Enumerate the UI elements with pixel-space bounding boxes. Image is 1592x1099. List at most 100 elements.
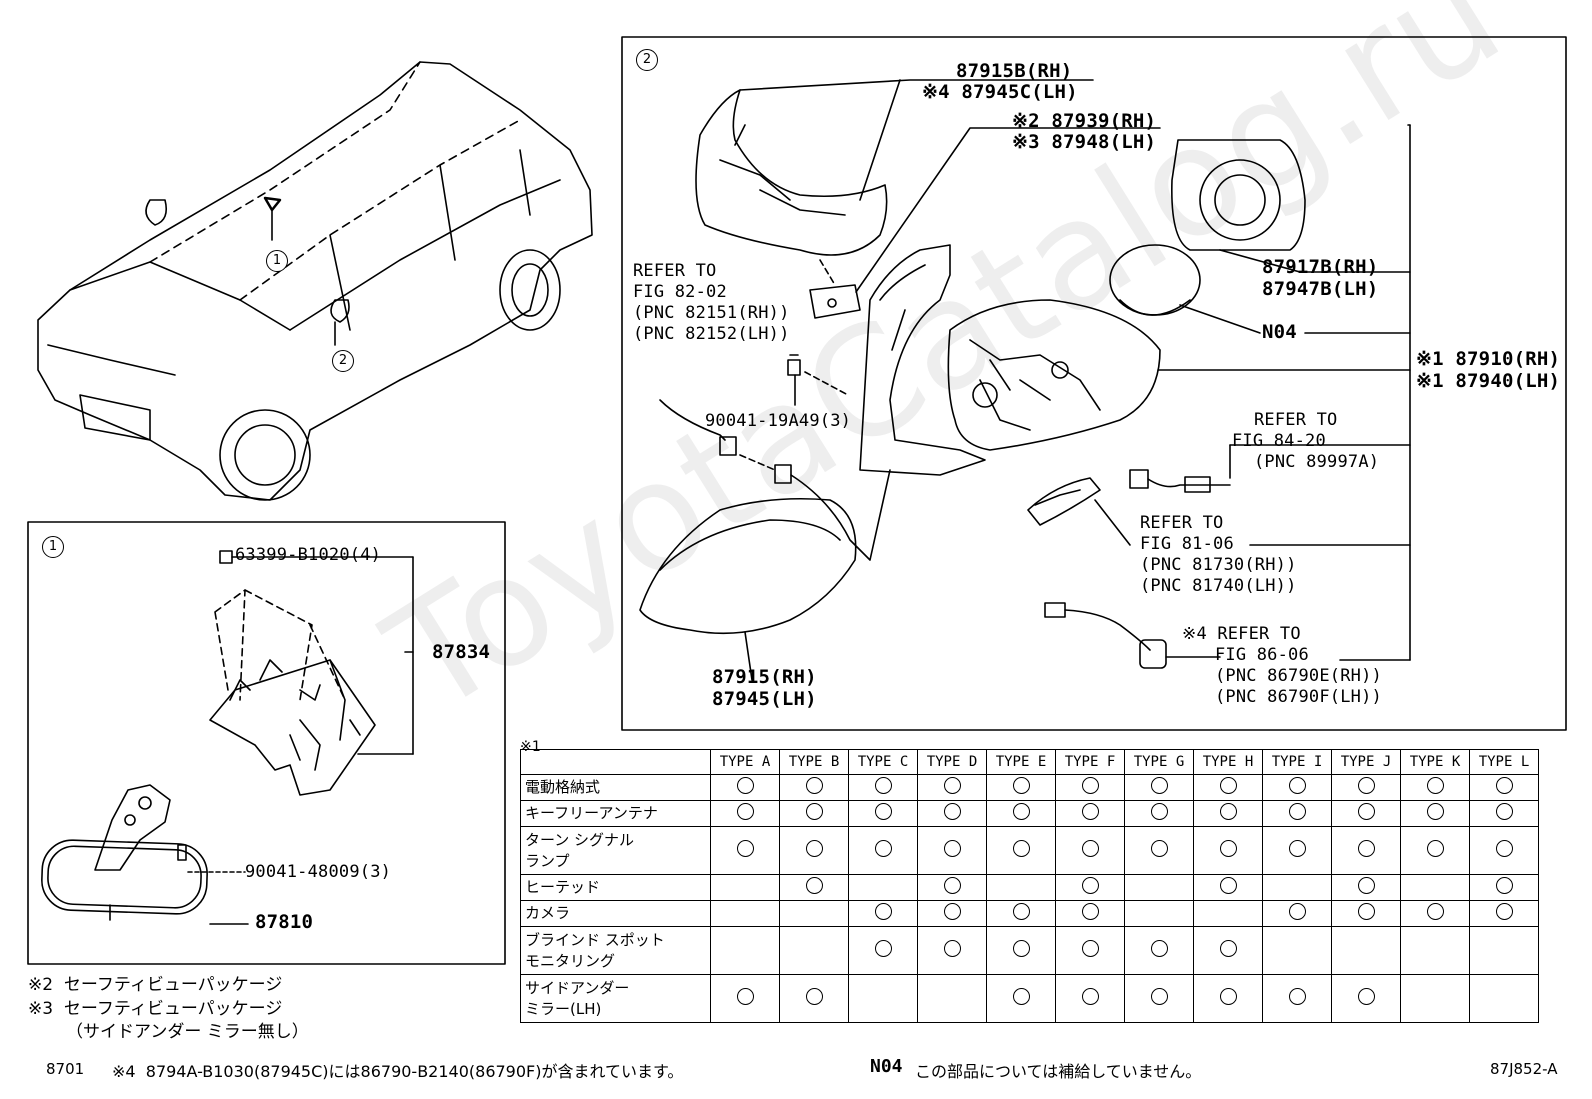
availability-cell: [1331, 874, 1401, 901]
availability-cell: [1193, 900, 1263, 927]
detail2-frame: [621, 36, 1567, 731]
availability-cell: [710, 926, 780, 975]
ref-fig82-line4: (PNC 82152(LH)): [633, 324, 790, 344]
available-circle-icon: [1081, 940, 1099, 957]
footer-n04-text: この部品については補給していません。: [915, 1062, 1202, 1081]
availability-cell: [1262, 800, 1332, 827]
availability-cell: [779, 874, 849, 901]
available-circle-icon: [943, 940, 961, 957]
footer-ref: 87J852-A: [1490, 1060, 1558, 1078]
available-circle-icon: [1081, 777, 1099, 794]
availability-cell: [1124, 774, 1194, 801]
available-circle-icon: [1288, 777, 1306, 794]
label-87940: ※1 87940(LH): [1416, 370, 1561, 392]
feature-label: ターン シグナル ランプ: [520, 826, 711, 875]
vehicle-outline: [37, 61, 593, 501]
label-87915: 87915(RH): [712, 666, 817, 688]
availability-cell: [986, 774, 1056, 801]
ref-fig81-line4: (PNC 81740(LH)): [1140, 576, 1297, 596]
availability-cell: [1124, 826, 1194, 875]
type-header-h: TYPE H: [1193, 749, 1263, 775]
label-87910: ※1 87910(RH): [1416, 348, 1561, 370]
availability-cell: [917, 826, 987, 875]
availability-cell: [1400, 774, 1470, 801]
note-3b: （サイドアンダー ミラー無し）: [66, 1022, 309, 1042]
availability-cell: [1262, 826, 1332, 875]
availability-cell: [1262, 874, 1332, 901]
availability-cell: [1469, 926, 1539, 975]
label-90041-19a49: 90041-19A49(3): [705, 411, 852, 431]
feature-label: サイドアンダー ミラー(LH): [520, 974, 711, 1023]
availability-cell: [710, 826, 780, 875]
availability-cell: [779, 774, 849, 801]
available-circle-icon: [1288, 803, 1306, 820]
availability-cell: [986, 874, 1056, 901]
available-circle-icon: [1081, 877, 1099, 894]
available-circle-icon: [1150, 777, 1168, 794]
detail2-parts: [639, 79, 1411, 681]
available-circle-icon: [805, 777, 823, 794]
available-circle-icon: [874, 803, 892, 820]
availability-cell: [1055, 974, 1125, 1023]
ref-fig82-line1: REFER TO: [633, 261, 717, 281]
ref-fig81-line2: FIG 81-06: [1140, 534, 1234, 554]
availability-cell: [1331, 826, 1401, 875]
availability-cell: [710, 800, 780, 827]
availability-cell: [848, 826, 918, 875]
availability-cell: [986, 926, 1056, 975]
availability-cell: [1331, 974, 1401, 1023]
table-row: サイドアンダー ミラー(LH): [520, 974, 1539, 1023]
availability-cell: [1331, 926, 1401, 975]
table-row: ヒーテッド: [520, 874, 1539, 901]
callout-1-on-vehicle: 1: [266, 250, 288, 272]
detail1-frame: [27, 521, 506, 965]
feature-label: カメラ: [520, 900, 711, 927]
availability-cell: [1400, 974, 1470, 1023]
availability-cell: [1124, 800, 1194, 827]
availability-cell: [986, 826, 1056, 875]
detail1-parts: [41, 550, 414, 925]
ref-fig84-line3: (PNC 89997A): [1254, 452, 1380, 472]
available-circle-icon: [1081, 840, 1099, 857]
available-circle-icon: [1012, 988, 1030, 1005]
available-circle-icon: [805, 803, 823, 820]
type-header-c: TYPE C: [848, 749, 918, 775]
available-circle-icon: [1357, 840, 1375, 857]
footer-note4: ※4 8794A-B1030(87945C)には86790-B2140(8679…: [112, 1062, 684, 1081]
availability-cell: [1193, 926, 1263, 975]
type-header-b: TYPE B: [779, 749, 849, 775]
availability-cell: [710, 974, 780, 1023]
available-circle-icon: [1012, 903, 1030, 920]
available-circle-icon: [1357, 988, 1375, 1005]
available-circle-icon: [1219, 777, 1237, 794]
type-header-l: TYPE L: [1469, 749, 1539, 775]
availability-cell: [1400, 874, 1470, 901]
ref-fig82-line2: FIG 82-02: [633, 282, 727, 302]
label-87915b: 87915B(RH): [956, 60, 1073, 82]
availability-cell: [1331, 900, 1401, 927]
available-circle-icon: [805, 877, 823, 894]
type-header-e: TYPE E: [986, 749, 1056, 775]
ref-fig81-line1: REFER TO: [1140, 513, 1224, 533]
available-circle-icon: [1150, 840, 1168, 857]
available-circle-icon: [1012, 840, 1030, 857]
availability-cell: [1262, 774, 1332, 801]
ref-fig86-line2: FIG 86-06: [1215, 645, 1309, 665]
available-circle-icon: [1426, 803, 1444, 820]
label-87834: 87834: [432, 641, 491, 663]
ref-fig82-line3: (PNC 82151(RH)): [633, 303, 790, 323]
availability-cell: [1055, 874, 1125, 901]
available-circle-icon: [1495, 903, 1513, 920]
table-row: カメラ: [520, 900, 1539, 927]
label-87945c: ※4 87945C(LH): [922, 81, 1078, 103]
available-circle-icon: [1357, 777, 1375, 794]
available-circle-icon: [805, 840, 823, 857]
availability-cell: [1055, 826, 1125, 875]
available-circle-icon: [1357, 903, 1375, 920]
available-circle-icon: [805, 988, 823, 1005]
availability-cell: [1400, 900, 1470, 927]
available-circle-icon: [943, 777, 961, 794]
availability-cell: [1124, 900, 1194, 927]
